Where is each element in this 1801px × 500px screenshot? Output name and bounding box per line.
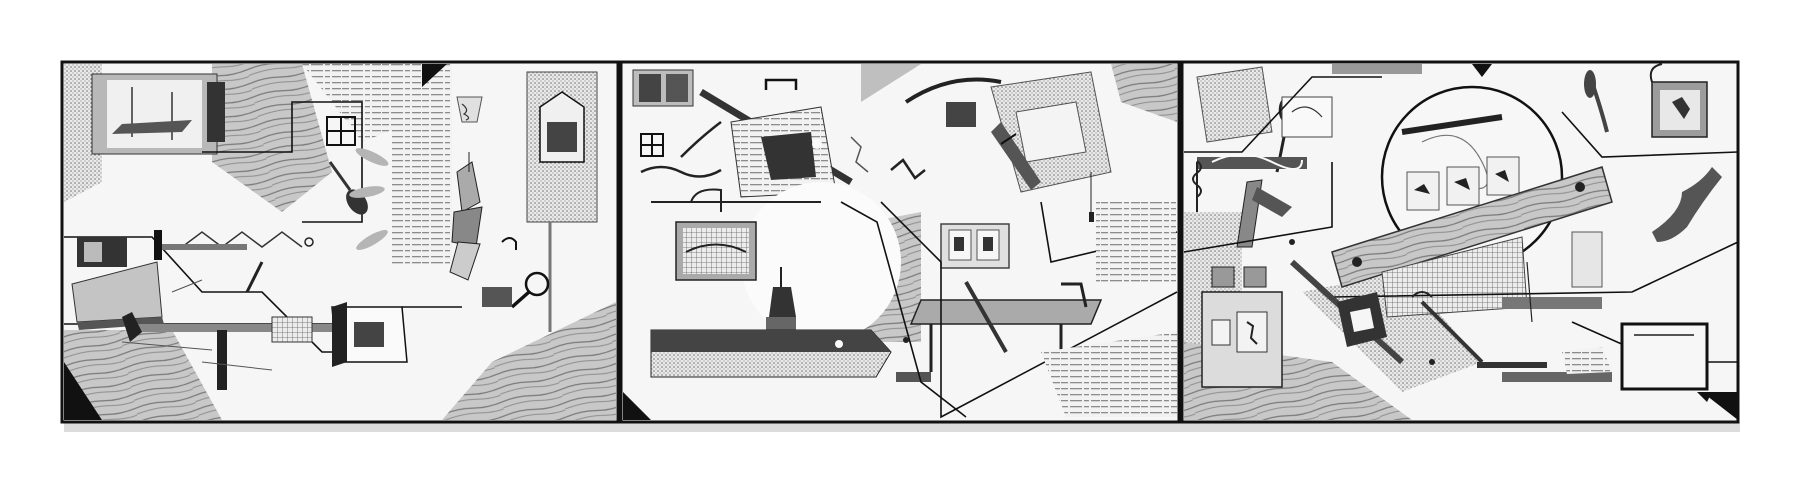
- right-panel: [1180, 60, 1740, 424]
- frame-shadow: [64, 422, 1740, 432]
- ribbon-sculpture: [449, 152, 483, 281]
- left-panel: [60, 60, 620, 424]
- triptych-outer-frame: [60, 60, 1740, 424]
- middle-panel: [619, 60, 1181, 424]
